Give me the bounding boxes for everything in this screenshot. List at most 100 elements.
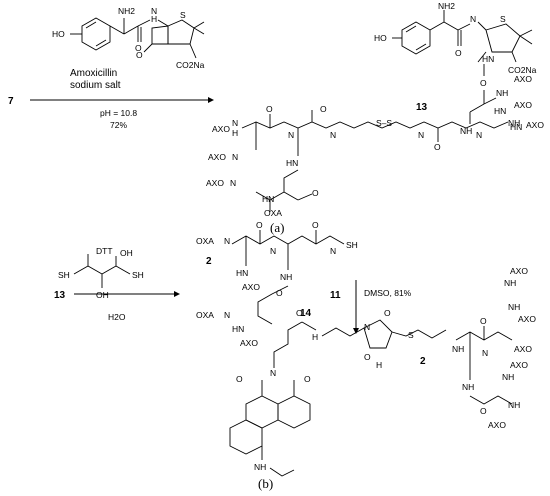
s-label: S (180, 10, 186, 20)
compound-2-label: 2 (420, 356, 426, 367)
n-c2-b: NH (452, 344, 464, 354)
n-backbone-1: N (288, 130, 294, 140)
compound-14-label: 14 (300, 308, 312, 319)
o-c2-c: O (480, 406, 487, 416)
succ-o-2: O (364, 352, 371, 362)
reaction-arrow-c (353, 280, 359, 334)
o-backbone-1: O (266, 104, 273, 114)
axo-c2-2: AXO (518, 314, 536, 324)
naph-nh: NH (254, 462, 266, 472)
hn-14-b: HN (232, 324, 244, 334)
naph-n: N (270, 368, 276, 378)
compound-13-label: 13 (416, 102, 428, 113)
naph-o-1: O (236, 374, 243, 384)
n-14-d: N (224, 310, 230, 320)
nh-label: H (151, 14, 157, 24)
dtt-sh-1: SH (58, 270, 70, 280)
o-14-a: O (256, 220, 263, 230)
succ-o-1: O (384, 308, 391, 318)
dtt-structure: DTT OH SH SH OH (58, 246, 144, 300)
amoxicillin-structure: HO NH2 O H N O S CO2Na (52, 6, 205, 70)
n-c2-d: NH (462, 382, 474, 392)
ho-label-13: HO (374, 33, 387, 43)
nh-c2-4: NH (508, 400, 520, 410)
hn-left-3: HN (286, 158, 298, 168)
disulfide-label: S–S (376, 118, 392, 128)
nh2-label: NH2 (118, 6, 135, 16)
dtt-oh-2: OH (96, 290, 109, 300)
axo-left-3: AXO (206, 178, 224, 188)
co2na-label-13: CO2Na (508, 65, 537, 75)
o-backbone-3: O (434, 142, 441, 152)
naph-o-2: O (304, 374, 311, 384)
hn-14: HN (236, 268, 248, 278)
condition-dmso: DMSO, 81% (364, 288, 412, 298)
o-14-c: O (276, 288, 283, 298)
compound-13-structure: HO NH2 O N S CO2Na HN O NH AXO NH AXO HN… (206, 1, 544, 218)
axo-left-1: AXO (212, 124, 230, 134)
hn-label-13: HN (482, 54, 494, 64)
n-14-a: N (224, 236, 230, 246)
h-left-1: H (232, 128, 238, 138)
condition-yield-a: 72% (110, 120, 127, 130)
compound-13-label-b: 13 (54, 290, 66, 301)
o-c2-a: O (296, 308, 303, 318)
compound-11-label: 11 (330, 290, 341, 301)
o-label: O (135, 43, 142, 53)
dtt-sh-2: SH (132, 270, 144, 280)
o-amide-13: O (480, 78, 487, 88)
axo-right-2: AXO (526, 120, 544, 130)
s-label-13: S (500, 14, 506, 24)
solvent-water: H2O (108, 312, 126, 322)
n-left-3: N (230, 178, 236, 188)
panel-label-a: (a) (270, 220, 284, 235)
n-backbone-4: N (476, 130, 482, 140)
nh-c2-1: NH (504, 278, 516, 288)
nh-c2-2: NH (508, 302, 520, 312)
n-14-b: N (270, 246, 276, 256)
o-label-13: O (455, 48, 462, 58)
axo-c2-1: AXO (510, 266, 528, 276)
o-c2-b: O (480, 316, 487, 326)
condition-ph: pH = 10.8 (100, 108, 137, 118)
n-label: N (151, 6, 157, 16)
oxa-14-b: OXA (196, 310, 214, 320)
nh2-label-13: NH2 (438, 1, 455, 11)
axo-14-b: AXO (240, 338, 258, 348)
succ-h: H (376, 360, 382, 370)
oxa-left-4: OXA (264, 208, 282, 218)
oxa-14-a: OXA (196, 236, 214, 246)
nh-14: NH (280, 272, 292, 282)
o-14-b: O (312, 220, 319, 230)
reagent-name-line2: sodium salt (70, 80, 121, 91)
compound-2-prefix: 2 (206, 256, 212, 267)
panel-label-b: (b) (258, 476, 273, 491)
axo-c2-5: AXO (488, 420, 506, 430)
dtt-oh-1: OH (120, 248, 133, 258)
compound-2-structure: O N O NH O H N O O H S 2 NH O N AXO NH N… (229, 266, 536, 477)
o-left-3: O (312, 188, 319, 198)
n-backbone-2: N (330, 130, 336, 140)
o-backbone-2: O (320, 104, 327, 114)
n-left-2: N (232, 152, 238, 162)
n-label-13: N (470, 14, 476, 24)
n-14-c: N (330, 246, 336, 256)
nh-c2-3: NH (502, 372, 514, 382)
nh-axo-top: NH (496, 88, 508, 98)
hn-right-3: HN (510, 122, 522, 132)
compound-14-structure: 2 OXA N O N O N SH HN AXO NH O 14 OXA N … (196, 220, 358, 348)
axo-left-2: AXO (208, 152, 226, 162)
compound-7-label: 7 (8, 96, 14, 107)
lactam-o-label: O (136, 50, 143, 60)
nh-right-2: NH (508, 118, 520, 128)
hn-right-1: HN (494, 106, 506, 116)
reagent-name-line1: Amoxicillin (70, 68, 117, 79)
reaction-arrow-a (30, 97, 214, 103)
succ-n: N (364, 322, 370, 332)
axo-14-a: AXO (242, 282, 260, 292)
dtt-label: DTT (96, 246, 113, 256)
axo-c2-4: AXO (510, 360, 528, 370)
hn-left-4: HN (262, 194, 274, 204)
axo-c2-3: AXO (514, 344, 532, 354)
